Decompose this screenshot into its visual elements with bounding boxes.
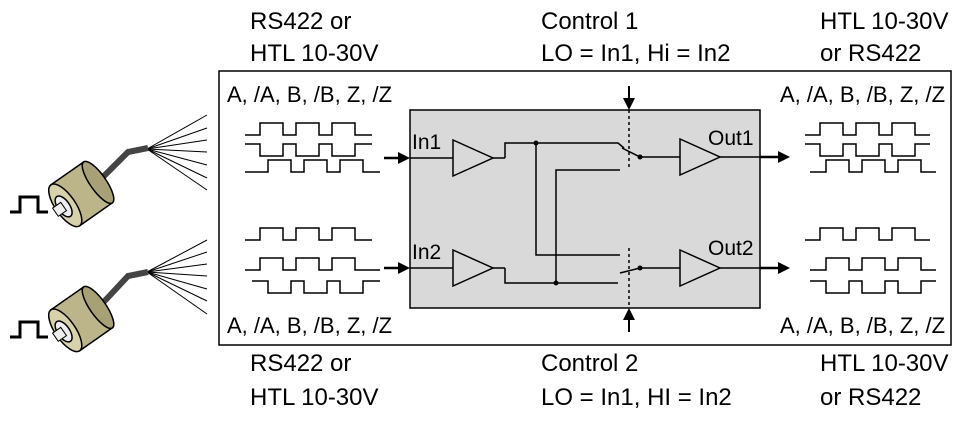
triangle-buffer-icon xyxy=(452,138,495,178)
encoder-1 xyxy=(10,114,208,228)
arrow-in1 xyxy=(384,152,410,164)
signals-out-top: A, /A, B, /B, Z, /Z xyxy=(780,82,946,107)
circuit xyxy=(410,110,760,308)
square-pulse-icon xyxy=(10,195,48,214)
control-bottom-logic: LO = In1, HI = In2 xyxy=(541,384,732,411)
junction-dots xyxy=(533,140,643,286)
control-top-logic: LO = In1, Hi = In2 xyxy=(541,40,731,67)
cable-bundle-1 xyxy=(146,114,208,191)
output-top-type-line2: or RS422 xyxy=(820,40,922,67)
triangle-buffer-icon xyxy=(679,248,722,288)
input-top-type-line1: RS422 or xyxy=(250,8,352,35)
triangle-buffer-icon xyxy=(452,248,495,288)
arrow-out1 xyxy=(760,151,790,163)
waveform-output-bottom xyxy=(805,227,936,294)
input-bottom-type-line2: HTL 10-30V xyxy=(250,384,379,411)
rotary-encoder-icon xyxy=(47,285,115,353)
triangle-buffer-icon xyxy=(679,137,722,177)
cable-bundle-2 xyxy=(146,239,208,315)
encoder-2 xyxy=(10,239,208,353)
control-bottom-title: Control 2 xyxy=(541,350,639,377)
output-bottom-type-line1: HTL 10-30V xyxy=(820,350,949,377)
label-in2: In2 xyxy=(412,241,442,264)
control-2-arrow xyxy=(623,308,635,332)
input-bottom-type-line1: RS422 or xyxy=(250,350,352,377)
output-bottom-type-line2: or RS422 xyxy=(820,384,922,411)
waveform-input-top xyxy=(245,122,380,173)
signals-in-bottom: A, /A, B, /B, Z, /Z xyxy=(227,313,393,338)
waveform-output-top xyxy=(805,122,936,173)
cable-1 xyxy=(97,145,149,183)
cable-2 xyxy=(97,269,149,309)
label-out2: Out2 xyxy=(708,237,754,260)
control-1-arrow xyxy=(623,86,635,110)
label-out1: Out1 xyxy=(708,127,754,150)
input-top-type-line2: HTL 10-30V xyxy=(250,40,379,67)
arrow-in2 xyxy=(384,262,410,274)
label-in1: In1 xyxy=(412,131,442,154)
control-top-title: Control 1 xyxy=(541,8,639,35)
signals-out-bottom: A, /A, B, /B, Z, /Z xyxy=(780,313,946,338)
waveform-input-bottom xyxy=(245,227,380,294)
signals-in-top: A, /A, B, /B, Z, /Z xyxy=(227,82,393,107)
square-pulse-icon xyxy=(10,320,48,339)
rotary-encoder-icon xyxy=(47,160,115,228)
output-top-type-line1: HTL 10-30V xyxy=(820,8,949,35)
arrow-out2 xyxy=(760,262,790,274)
